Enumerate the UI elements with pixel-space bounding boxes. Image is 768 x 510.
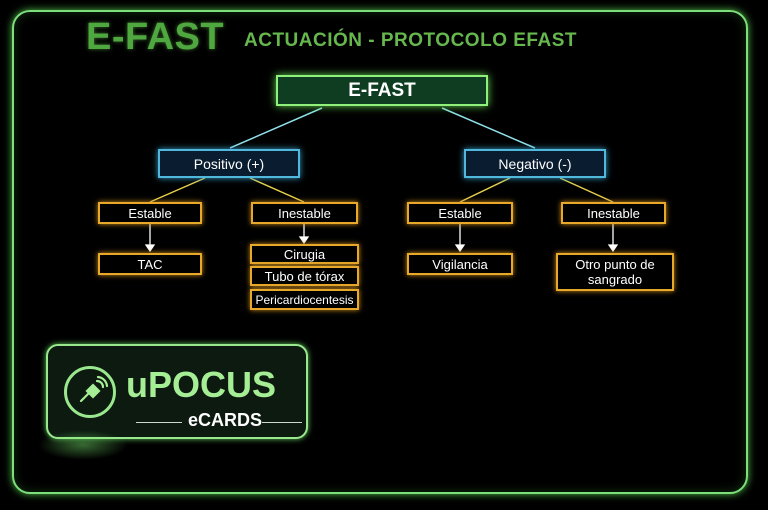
- node-negative-unstable: Inestable: [561, 202, 666, 224]
- connector-root-positive: [229, 107, 323, 149]
- page-title: E-FAST: [86, 16, 225, 58]
- node-positive: Positivo (+): [158, 149, 300, 178]
- card-frame: [12, 10, 748, 494]
- node-otro-punto: Otro punto de sangrado: [556, 253, 674, 291]
- logo-sub: eCARDS: [188, 410, 263, 430]
- node-positive-stable: Estable: [98, 202, 202, 224]
- connector-positive-stable: [149, 177, 206, 203]
- node-vigilancia: Vigilancia: [407, 253, 513, 275]
- node-root: E-FAST: [276, 75, 488, 106]
- connector-positive-unstable: [249, 177, 305, 203]
- logo-name: uPOCUS: [126, 364, 277, 405]
- node-positive-unstable: Inestable: [251, 202, 358, 224]
- glow-accent: [38, 430, 128, 460]
- connector-root-negative: [441, 107, 536, 149]
- node-tac: TAC: [98, 253, 202, 275]
- page-subtitle: ACTUACIÓN - PROTOCOLO EFAST: [244, 30, 577, 51]
- node-negative: Negativo (-): [464, 149, 606, 178]
- node-cirugia: Cirugia: [250, 244, 359, 264]
- logo-rule-right: [262, 422, 302, 423]
- connector-negative-unstable: [559, 177, 614, 203]
- logo-rule-left: [136, 422, 182, 423]
- upocus-logo: uPOCUS eCARDS: [46, 344, 308, 439]
- node-pericardiocentesis: Pericardiocentesis: [250, 289, 359, 310]
- node-tubo-torax: Tubo de tórax: [250, 266, 359, 286]
- connector-negative-stable: [459, 177, 511, 203]
- ultrasound-probe-icon: [64, 366, 116, 418]
- node-negative-stable: Estable: [407, 202, 513, 224]
